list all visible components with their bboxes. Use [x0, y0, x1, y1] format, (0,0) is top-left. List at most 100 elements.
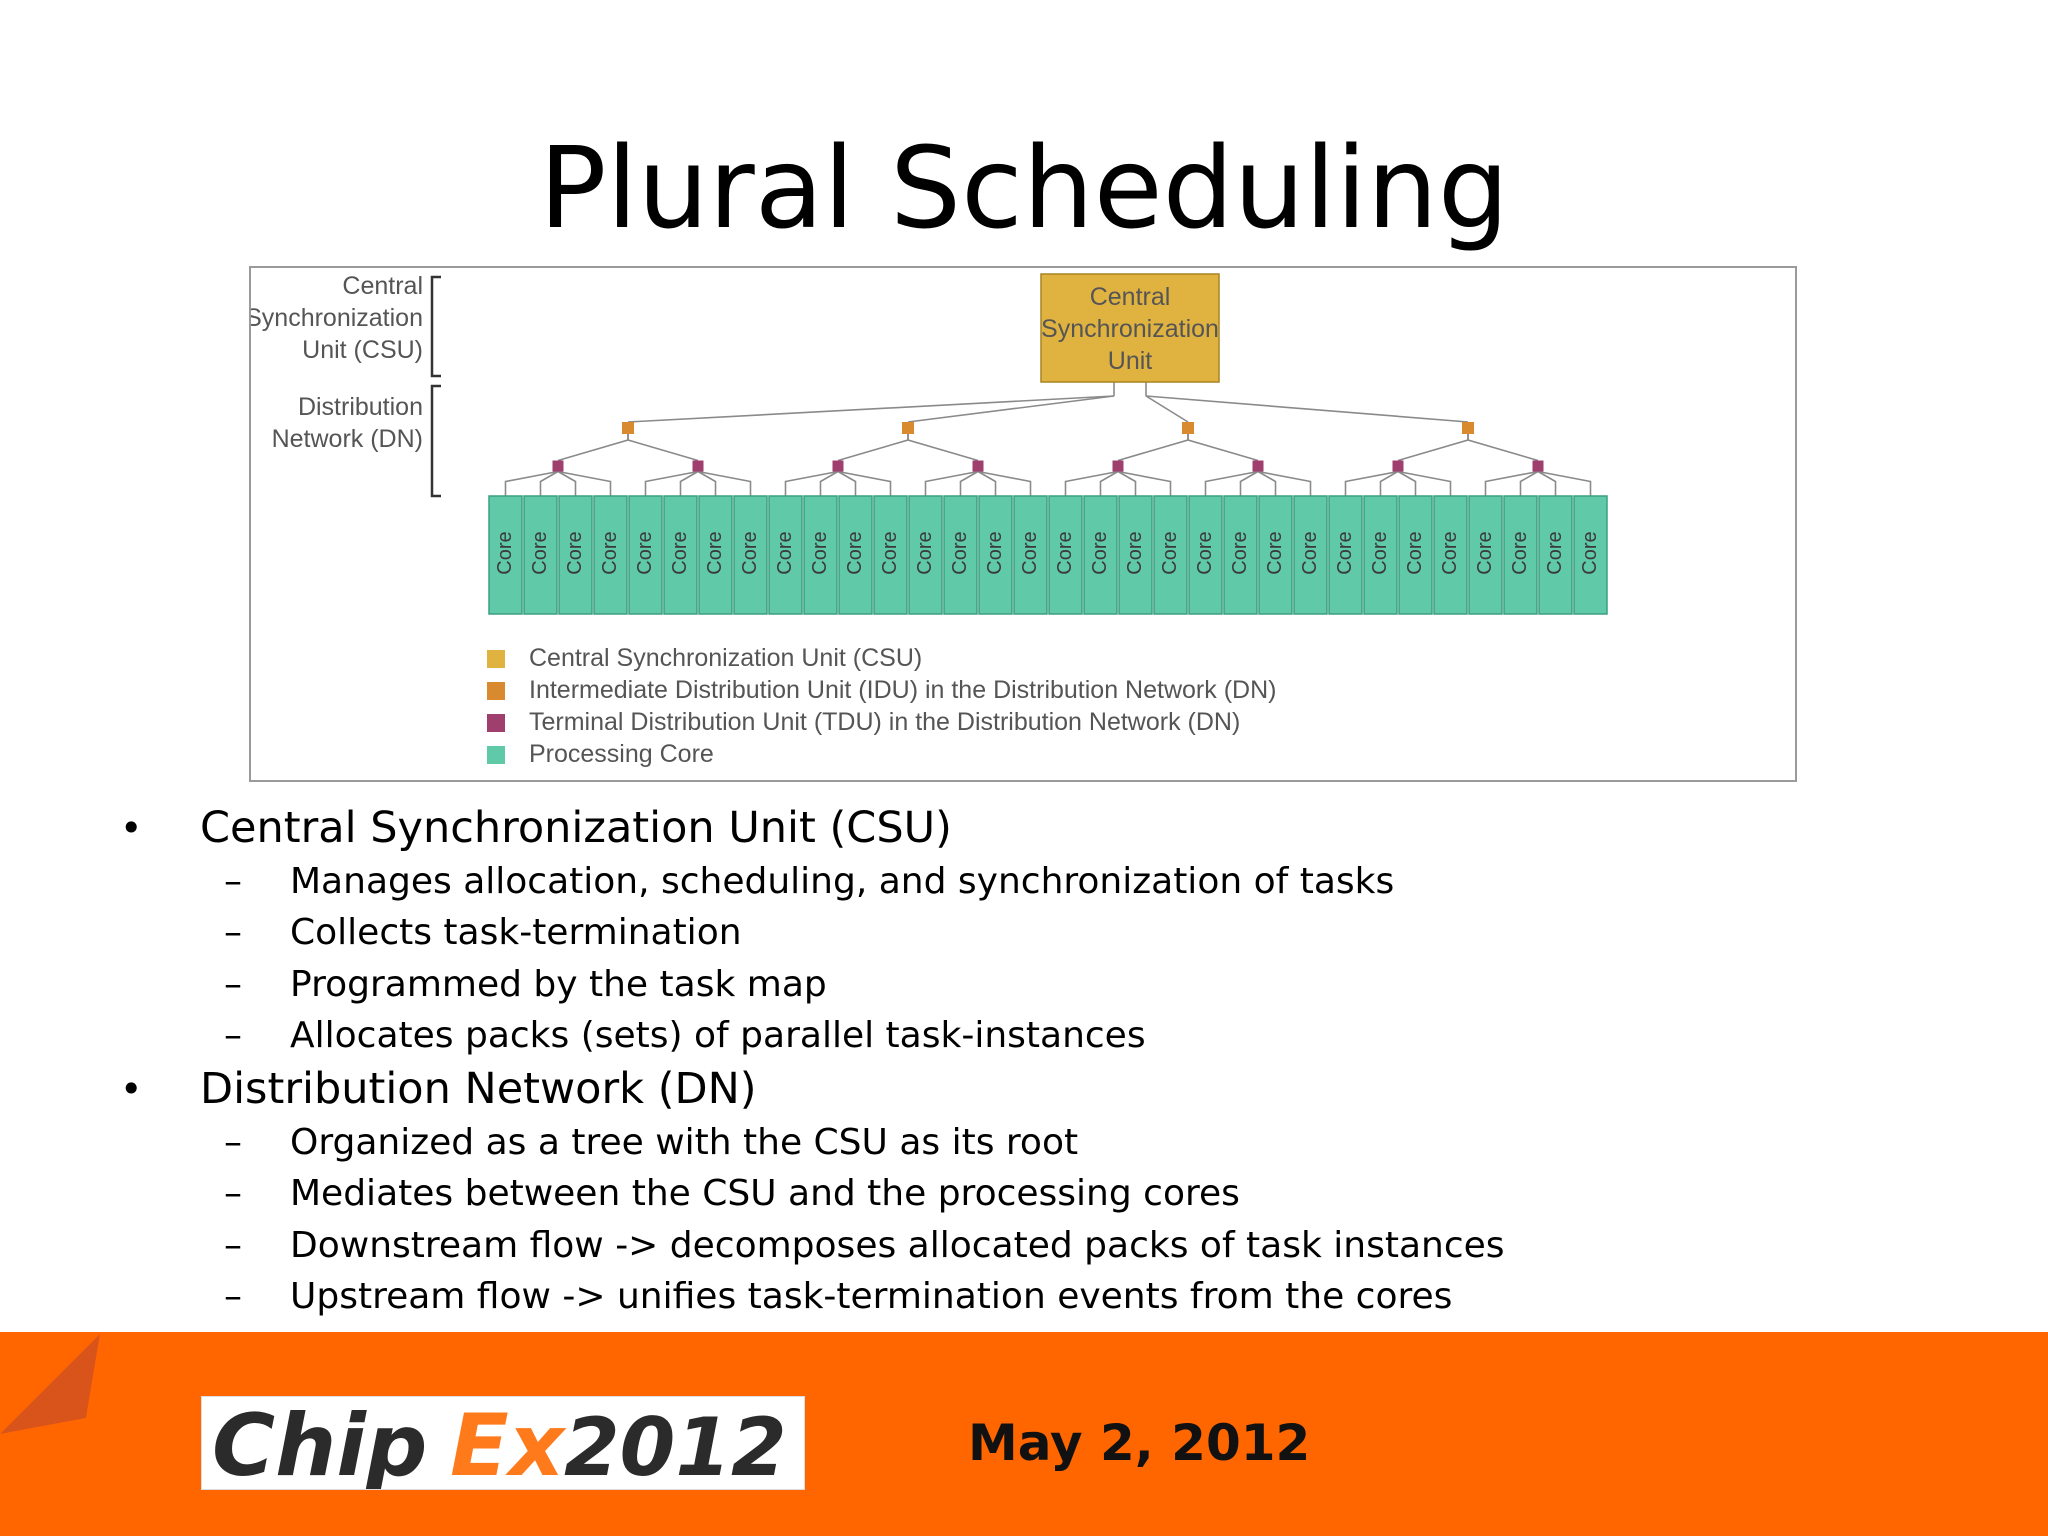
slide-title: Plural Scheduling: [539, 124, 1509, 254]
core-block: [873, 495, 908, 615]
legend-label: Processing Core: [529, 740, 714, 768]
core-label: Core: [1264, 531, 1286, 574]
core-label: Core: [599, 531, 621, 574]
core-label: Core: [1124, 531, 1146, 574]
legend-label: Central Synchronization Unit (CSU): [529, 644, 922, 672]
core-label: Core: [984, 531, 1006, 574]
core-label: Core: [1299, 531, 1321, 574]
sub-bullet-text: Allocates packs (sets) of parallel task-…: [290, 1014, 1146, 1056]
footer-date: May 2, 2012: [968, 1414, 1311, 1472]
tree-link: [697, 470, 752, 496]
tree-link: [959, 470, 979, 496]
core-label: Core: [1369, 531, 1391, 574]
tree-link: [1117, 434, 1189, 462]
core-block: [1293, 495, 1328, 615]
core-block: [628, 495, 663, 615]
legend-swatch: [487, 746, 505, 764]
core-block: [733, 495, 768, 615]
tree-link: [1099, 470, 1119, 496]
core-block: [1433, 495, 1468, 615]
core-label: Core: [739, 531, 761, 574]
sub-bullet-item: –Collects task-termination: [120, 907, 1820, 958]
core-label: Core: [494, 531, 516, 574]
bullet-item: • Central Synchronization Unit (CSU): [120, 800, 1820, 856]
core-label: Core: [704, 531, 726, 574]
core-block: [768, 495, 803, 615]
core-label: Core: [1404, 531, 1426, 574]
idu-node: [1462, 422, 1474, 434]
tree-link: [977, 470, 997, 496]
core-block: [488, 495, 523, 615]
core-block: [1083, 495, 1118, 615]
core-label: Core: [529, 531, 551, 574]
bullet-dot: •: [120, 806, 143, 850]
tree-link: [679, 470, 699, 496]
sub-bullet-dash: –: [224, 1122, 242, 1164]
tree-link: [1117, 470, 1172, 496]
sub-bullet-dash: –: [224, 1173, 242, 1215]
core-block: [1258, 495, 1293, 615]
core-block: [803, 495, 838, 615]
core-label: Core: [564, 531, 586, 574]
tree-link: [1484, 470, 1539, 496]
tree-link: [1397, 434, 1469, 462]
legend-swatch: [487, 682, 505, 700]
tree-link: [557, 470, 577, 496]
sub-bullet-item: –Downstream flow -> decomposes allocated…: [120, 1220, 1820, 1271]
core-label: Core: [1019, 531, 1041, 574]
tdu-node: [1252, 460, 1264, 472]
core-label: Core: [1439, 531, 1461, 574]
core-block: [698, 495, 733, 615]
tree-link: [627, 434, 699, 462]
core-label: Core: [1334, 531, 1356, 574]
tdu-node: [552, 460, 564, 472]
legend-label: Terminal Distribution Unit (TDU) in the …: [529, 708, 1240, 736]
tree-link: [1145, 395, 1189, 423]
tree-link: [1397, 470, 1417, 496]
csu-label: Synchronization: [1041, 315, 1219, 343]
tree-link: [504, 470, 559, 496]
tree-link: [837, 470, 892, 496]
core-block: [1573, 495, 1608, 615]
legend-swatch: [487, 650, 505, 668]
tree-link: [1467, 434, 1539, 462]
logo-chip: Chip: [212, 1397, 427, 1489]
tdu-node: [692, 460, 704, 472]
core-block: [1398, 495, 1433, 615]
tdu-node: [1112, 460, 1124, 472]
tree-link: [1145, 395, 1469, 423]
core-label: Core: [1194, 531, 1216, 574]
core-label: Core: [1474, 531, 1496, 574]
tree-link: [1537, 470, 1592, 496]
core-label: Core: [634, 531, 656, 574]
sub-bullet-text: Manages allocation, scheduling, and sync…: [290, 861, 1395, 902]
tree-link: [1537, 470, 1557, 496]
tree-link: [1397, 470, 1452, 496]
tree-link: [819, 470, 839, 496]
sub-bullet-item: –Allocates packs (sets) of parallel task…: [120, 1010, 1820, 1061]
tree-link: [1117, 470, 1137, 496]
core-label: Core: [1229, 531, 1251, 574]
core-label: Core: [1544, 531, 1566, 574]
tree-link: [1204, 470, 1259, 496]
tree-link: [557, 470, 612, 496]
tdu-node: [1392, 460, 1404, 472]
core-label: Core: [914, 531, 936, 574]
sub-bullet-text: Downstream flow -> decomposes allocated …: [290, 1224, 1505, 1266]
bullet-text: Central Synchronization Unit (CSU): [200, 803, 952, 853]
sub-bullet-text: Organized as a tree with the CSU as its …: [290, 1122, 1079, 1164]
tree-link: [977, 470, 1032, 496]
core-block: [1223, 495, 1258, 615]
core-label: Core: [774, 531, 796, 574]
tree-link: [697, 470, 717, 496]
core-block: [838, 495, 873, 615]
tree-link: [1519, 470, 1539, 496]
bullet-item: •Distribution Network (DN): [120, 1061, 1820, 1117]
tree-link: [1064, 470, 1119, 496]
core-label: Core: [844, 531, 866, 574]
core-block: [908, 495, 943, 615]
dn-bracket: [430, 384, 441, 498]
sub-bullet-item: – Organized as a tree with the CSU as its…: [120, 1117, 1820, 1168]
